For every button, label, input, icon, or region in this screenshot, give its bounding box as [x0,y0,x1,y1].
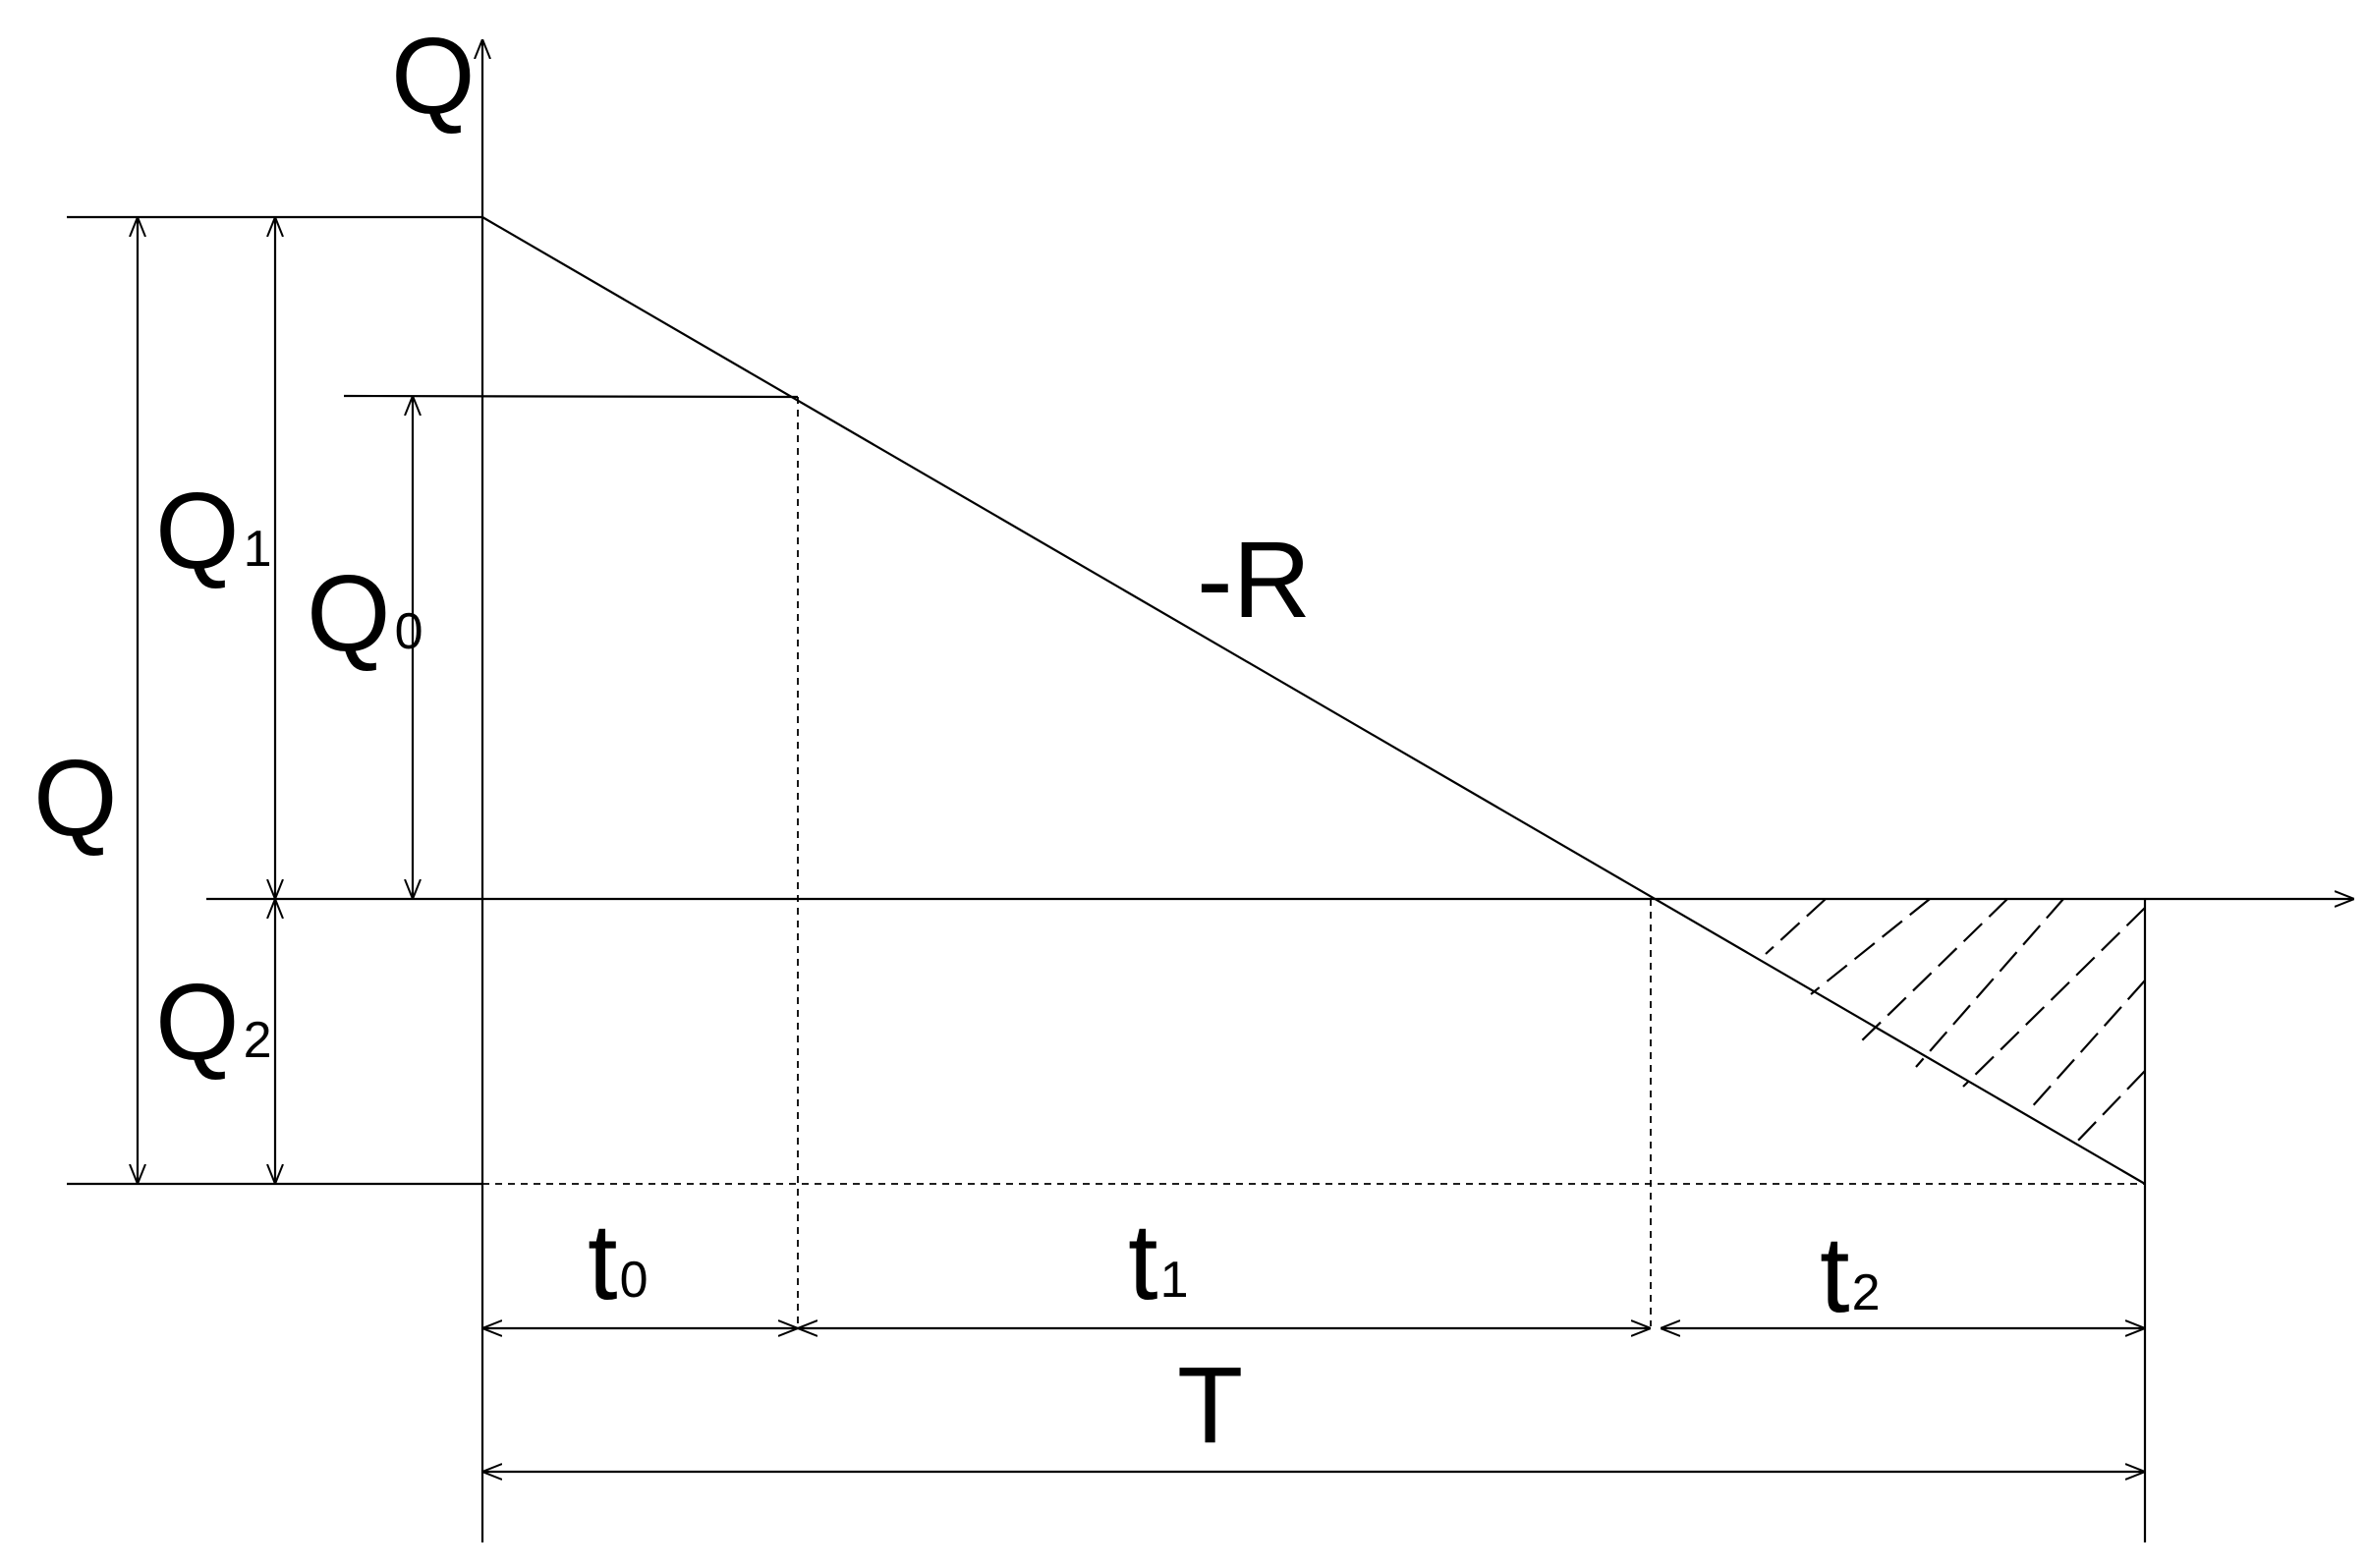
t2-label: t2 [1820,1214,1880,1335]
shortage-hatch [1765,898,2146,1147]
q2-label: Q2 [155,962,271,1083]
q0-label: Q0 [307,553,423,674]
total-t-label: T [1177,1345,1243,1466]
total-q-label: Q [33,738,118,859]
slope-label: -R [1197,520,1311,641]
q1-label: Q1 [155,471,271,591]
depletion-line [481,216,2146,1185]
t0-label: t0 [588,1202,648,1322]
axis-q-label: Q [391,16,476,137]
t1-label: t1 [1128,1202,1188,1322]
